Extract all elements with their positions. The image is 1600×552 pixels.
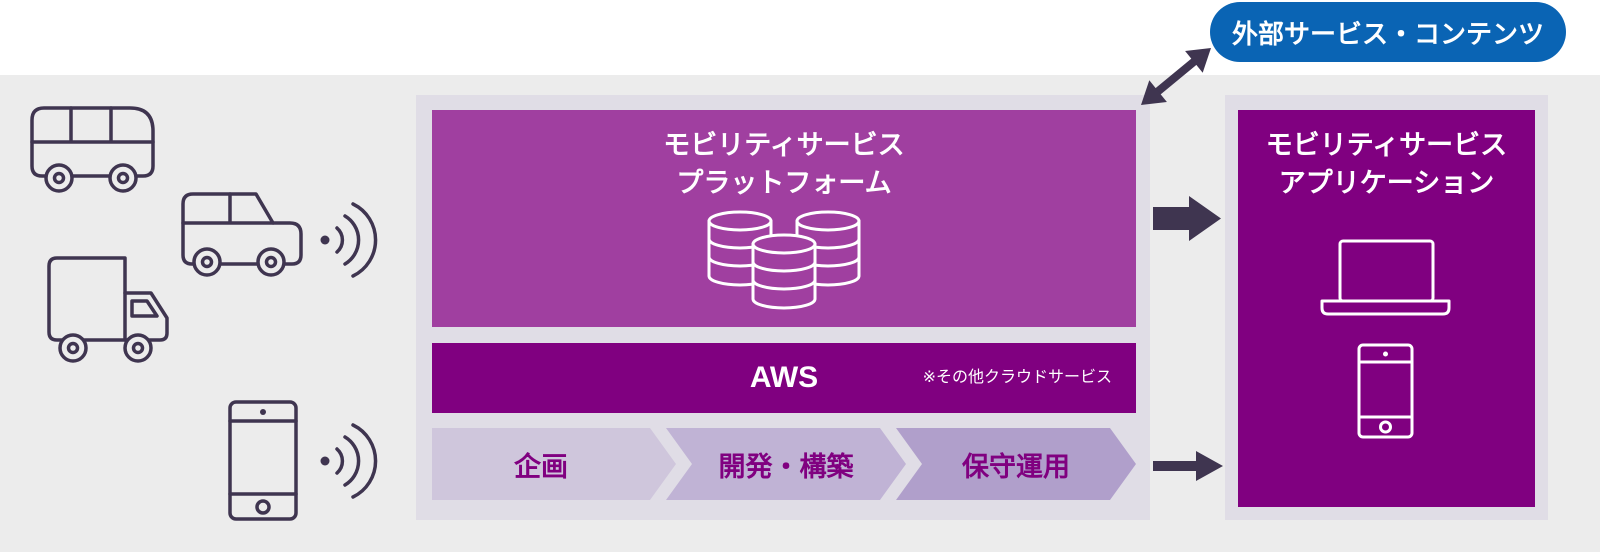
platform-title-line1: モビリティサービス bbox=[663, 130, 905, 160]
process-step-label: 開発・構築 bbox=[718, 451, 854, 482]
platform-title-line2: プラットフォーム bbox=[676, 168, 892, 198]
platform-title: モビリティサービス プラットフォーム bbox=[432, 126, 1136, 202]
external-services-label: 外部サービス・コンテンツ bbox=[1231, 18, 1544, 49]
process-step-operation: 保守運用 bbox=[896, 428, 1136, 500]
process-step-planning: 企画 bbox=[432, 428, 676, 500]
application-title-line2: アプリケーション bbox=[1278, 168, 1495, 198]
platform-box: モビリティサービス プラットフォーム bbox=[432, 110, 1136, 327]
application-box: モビリティサービス アプリケーション bbox=[1238, 110, 1535, 507]
application-panel: モビリティサービス アプリケーション bbox=[1225, 95, 1548, 520]
cloud-bar: AWS ※その他クラウドサービス bbox=[432, 343, 1136, 413]
application-title: モビリティサービス アプリケーション bbox=[1238, 126, 1535, 202]
cloud-note: ※その他クラウドサービス bbox=[922, 369, 1112, 386]
process-step-label: 企画 bbox=[514, 451, 568, 482]
process-step-development: 開発・構築 bbox=[666, 428, 906, 500]
external-services-pill: 外部サービス・コンテンツ bbox=[1210, 2, 1566, 62]
application-title-line1: モビリティサービス bbox=[1265, 130, 1508, 160]
process-step-label: 保守運用 bbox=[962, 451, 1070, 482]
cloud-label: AWS bbox=[749, 361, 819, 394]
